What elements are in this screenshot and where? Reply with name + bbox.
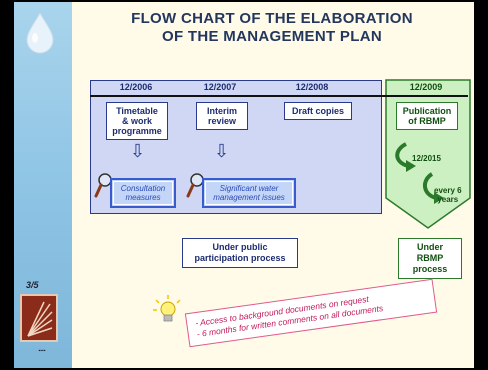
public-line-1: Under public (212, 242, 268, 252)
organization-logo (20, 294, 58, 342)
consultation-line-1: Consultation (120, 184, 166, 193)
water-drop-icon (26, 11, 54, 54)
draft-copies-step: Draft copies (284, 102, 352, 120)
left-sidebar-strip: 3/5 ▪▪▪▪ (14, 2, 72, 368)
slide-title: FLOW CHART OF THE ELABORATION OF THE MAN… (84, 10, 460, 46)
consultation-line-2: measures (125, 193, 161, 202)
date-2008: 12/2008 (295, 82, 329, 92)
consultation-measures-box: Consultation measures (110, 178, 176, 208)
date-2006: 12/2006 (119, 82, 153, 92)
down-arrow-icon: ⇩ (130, 141, 146, 161)
water-line-2: management issues (213, 193, 285, 202)
rbmp-line-2: process (412, 264, 448, 274)
rbmp-line-1: Under RBMP (416, 242, 444, 263)
page-number: 3/5 (26, 280, 39, 290)
slide: 3/5 ▪▪▪▪ FLOW CHART OF THE ELABORATION O… (14, 2, 474, 368)
publication-line-2: of RBMP (408, 116, 446, 126)
interim-line-1: Interim (206, 106, 237, 116)
timetable-line-2: & work (121, 116, 152, 126)
interim-line-2: review (207, 116, 237, 126)
timetable-step: Timetable & work programme (106, 102, 168, 140)
timetable-line-3: programme (112, 126, 162, 136)
date-2009: 12/2009 (409, 82, 443, 92)
rbmp-year-label: 12/2015 (412, 154, 441, 163)
fan-emblem-icon (27, 301, 53, 337)
publication-line-1: Publication (402, 106, 452, 116)
rbmp-cycle-label: every 6 years (434, 186, 462, 204)
cycle-arrows-icon (395, 142, 444, 204)
down-arrow-icon: ⇩ (214, 141, 230, 161)
public-line-2: participation process (194, 253, 286, 263)
notes-banner: - Access to background documents on requ… (184, 278, 438, 348)
date-2007: 12/2007 (203, 82, 237, 92)
timetable-line-1: Timetable (116, 106, 158, 116)
water-line-1: Significant water (219, 184, 279, 193)
water-management-issues-box: Significant water management issues (202, 178, 296, 208)
cycle-line-1: every 6 (434, 186, 462, 195)
publication-step: Publication of RBMP (396, 102, 458, 130)
timeline-bar (90, 95, 468, 97)
magnifier-icon (94, 173, 112, 198)
title-line-1: FLOW CHART OF THE ELABORATION (131, 10, 413, 27)
lightbulb-icon (153, 295, 181, 322)
logo-caption: ▪▪▪▪ (38, 348, 46, 354)
public-participation-label: Under public participation process (182, 238, 298, 268)
cycle-line-2: years (437, 195, 459, 204)
interim-review-step: Interim review (196, 102, 248, 130)
title-line-2: OF THE MANAGEMENT PLAN (162, 28, 382, 45)
rbmp-process-label: Under RBMP process (398, 238, 462, 279)
